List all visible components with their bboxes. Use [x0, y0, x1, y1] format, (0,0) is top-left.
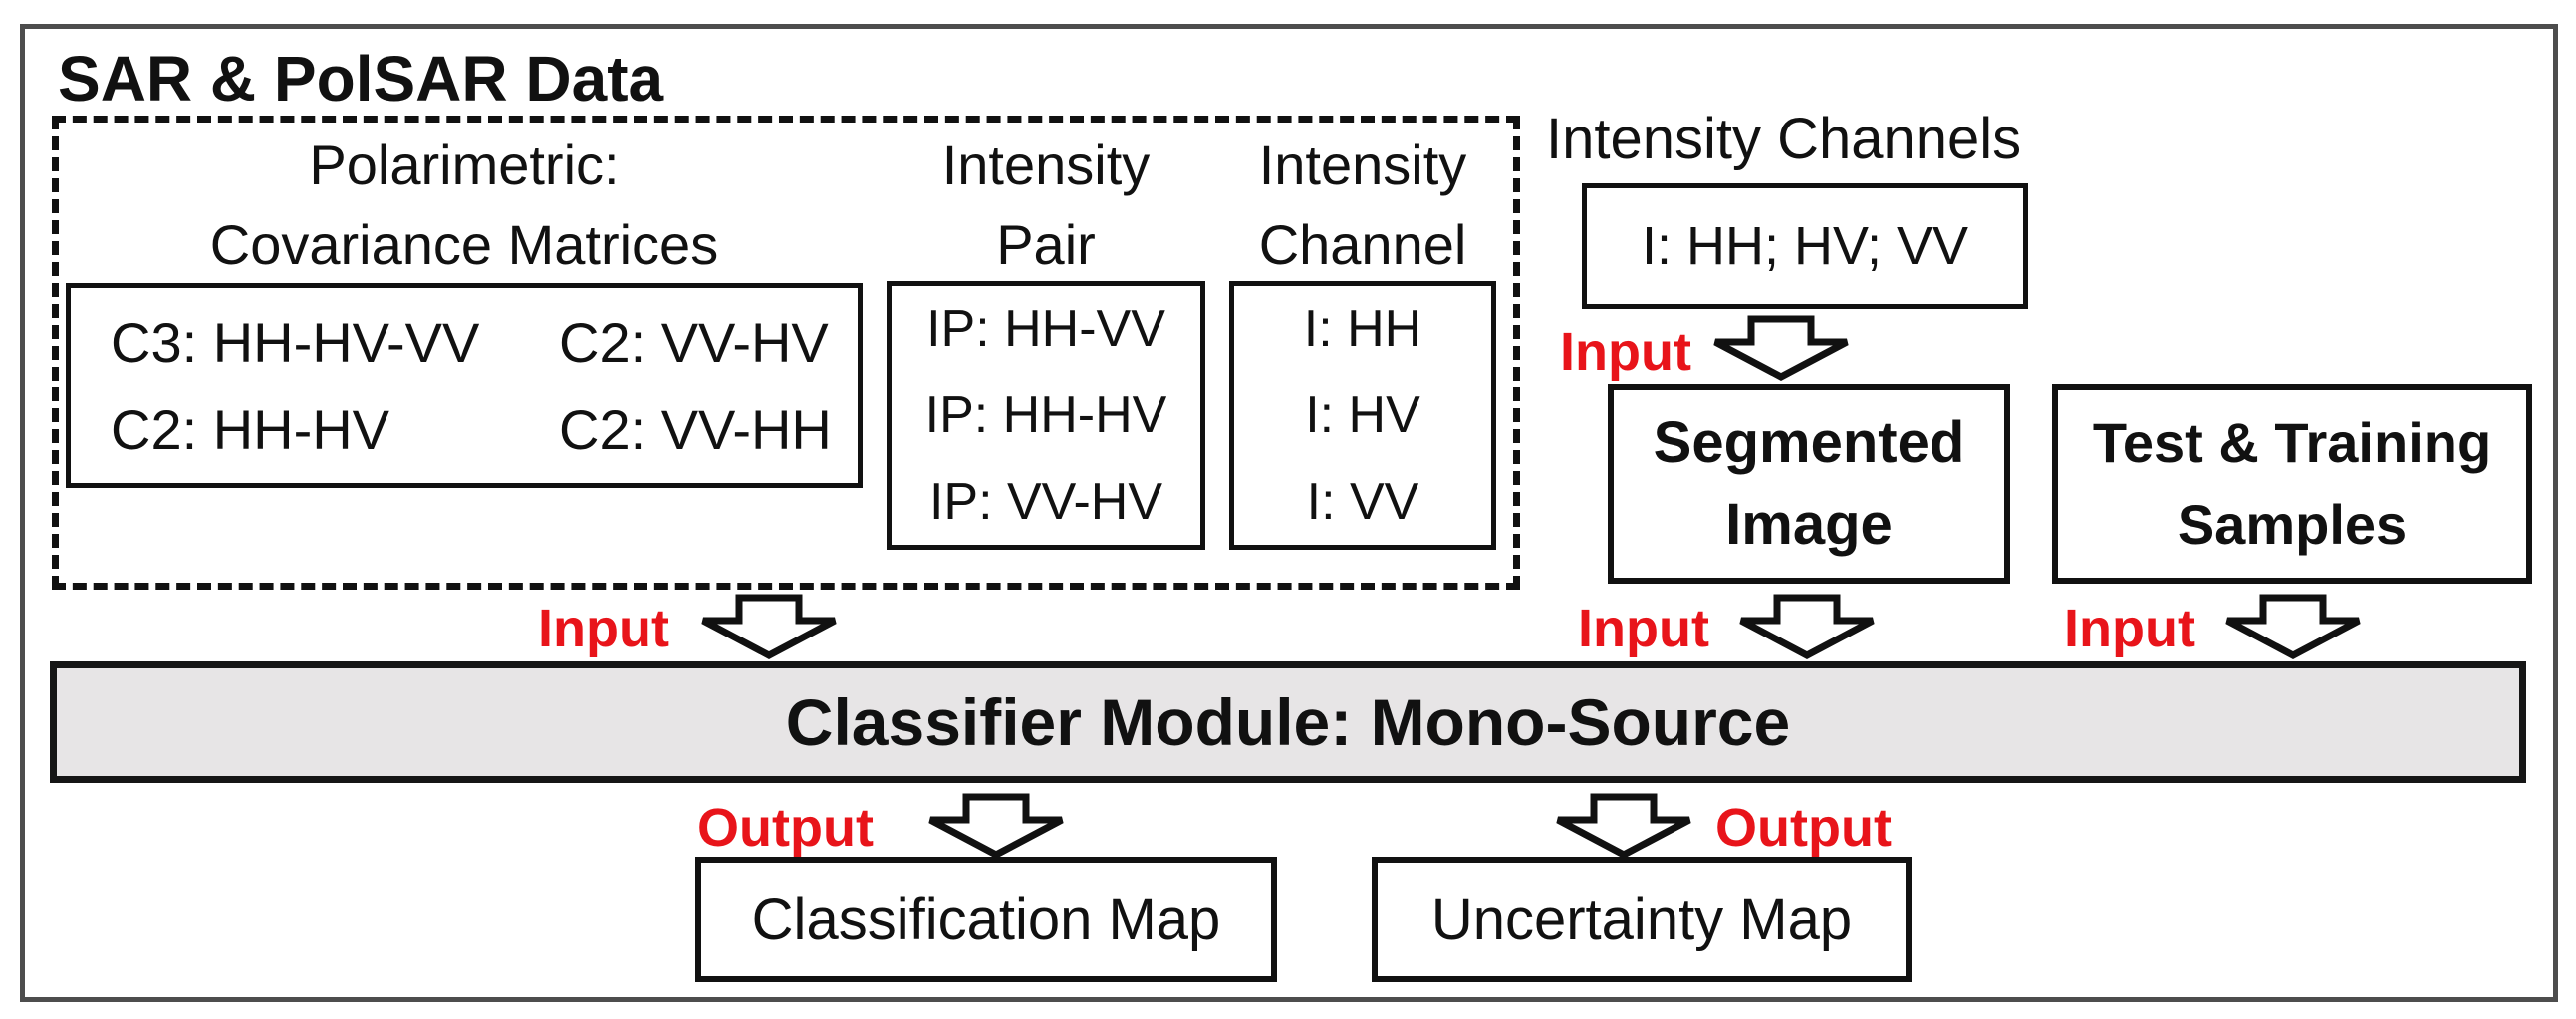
test-training-samples-box: Test & Training Samples	[2052, 384, 2532, 584]
uncertainty-map-box: Uncertainty Map	[1372, 857, 1912, 982]
input-label: Input	[1560, 322, 1691, 382]
intensity-pair-box: IP: HH-VV IP: HH-HV IP: VV-HV	[887, 281, 1205, 550]
classification-map-label: Classification Map	[751, 887, 1221, 952]
input-arrow-icon	[2225, 594, 2361, 659]
covariance-cell: C2: HH-HV	[111, 397, 390, 461]
input-arrow-icon	[701, 594, 837, 659]
diagram-title: SAR & PolSAR Data	[58, 43, 664, 115]
output-label: Output	[1715, 798, 1892, 858]
intensity-pair-heading: Intensity Pair	[887, 126, 1205, 285]
intensity-channel-box: I: HH I: HV I: VV	[1229, 281, 1496, 550]
segmented-image-line1: Segmented	[1653, 410, 1965, 475]
covariance-row: C3: HH-HV-VV C2: VV-HV	[71, 310, 858, 375]
input-label: Input	[538, 599, 669, 658]
input-label: Input	[1578, 599, 1709, 658]
intensity-channel-heading: Intensity Channel	[1229, 126, 1496, 285]
intensity-channels-box: I: HH; HV; VV	[1582, 183, 2028, 309]
input-arrow-icon	[1713, 315, 1849, 381]
covariance-row: C2: HH-HV C2: VV-HH	[71, 397, 858, 462]
covariance-cell: C2: VV-HH	[559, 397, 832, 461]
list-item: IP: VV-HV	[928, 472, 1163, 531]
output-label: Output	[697, 798, 874, 858]
polarimetric-heading-line2: Covariance Matrices	[209, 213, 719, 276]
intensity-channel-heading-line2: Channel	[1258, 213, 1467, 276]
list-item: I: HH	[1303, 300, 1422, 359]
covariance-matrices-box: C3: HH-HV-VV C2: VV-HV C2: HH-HV C2: VV-…	[66, 283, 863, 488]
output-arrow-icon	[1556, 793, 1691, 859]
covariance-cell: C3: HH-HV-VV	[111, 310, 480, 374]
input-arrow-icon	[1739, 594, 1875, 659]
segmented-image-line2: Image	[1725, 492, 1893, 557]
output-arrow-icon	[928, 793, 1064, 859]
list-item: IP: HH-HV	[924, 385, 1167, 444]
classification-map-box: Classification Map	[695, 857, 1277, 982]
intensity-pair-heading-line2: Pair	[996, 213, 1096, 276]
list-item: IP: HH-VV	[926, 300, 1165, 359]
classifier-module-bar: Classifier Module: Mono-Source	[50, 661, 2526, 783]
polarimetric-heading: Polarimetric: Covariance Matrices	[70, 126, 859, 285]
covariance-cell: C2: VV-HV	[559, 310, 829, 374]
input-label: Input	[2064, 599, 2195, 658]
intensity-pair-heading-line1: Intensity	[941, 133, 1151, 196]
list-item: I: HV	[1305, 385, 1420, 444]
dashed-data-group	[52, 116, 1520, 590]
test-training-samples-line2: Samples	[2177, 493, 2408, 556]
test-training-samples-line1: Test & Training	[2092, 411, 2492, 474]
list-item: I: VV	[1306, 472, 1419, 531]
uncertainty-map-label: Uncertainty Map	[1430, 887, 1853, 952]
intensity-channels-value: I: HH; HV; VV	[1641, 216, 1969, 276]
outer-border	[20, 24, 2558, 1002]
intensity-channels-label: Intensity Channels	[1546, 107, 2022, 171]
segmented-image-box: Segmented Image	[1608, 384, 2010, 584]
intensity-channel-heading-line1: Intensity	[1258, 133, 1467, 196]
classifier-module-label: Classifier Module: Mono-Source	[785, 685, 1791, 759]
polarimetric-heading-line1: Polarimetric:	[309, 133, 620, 196]
